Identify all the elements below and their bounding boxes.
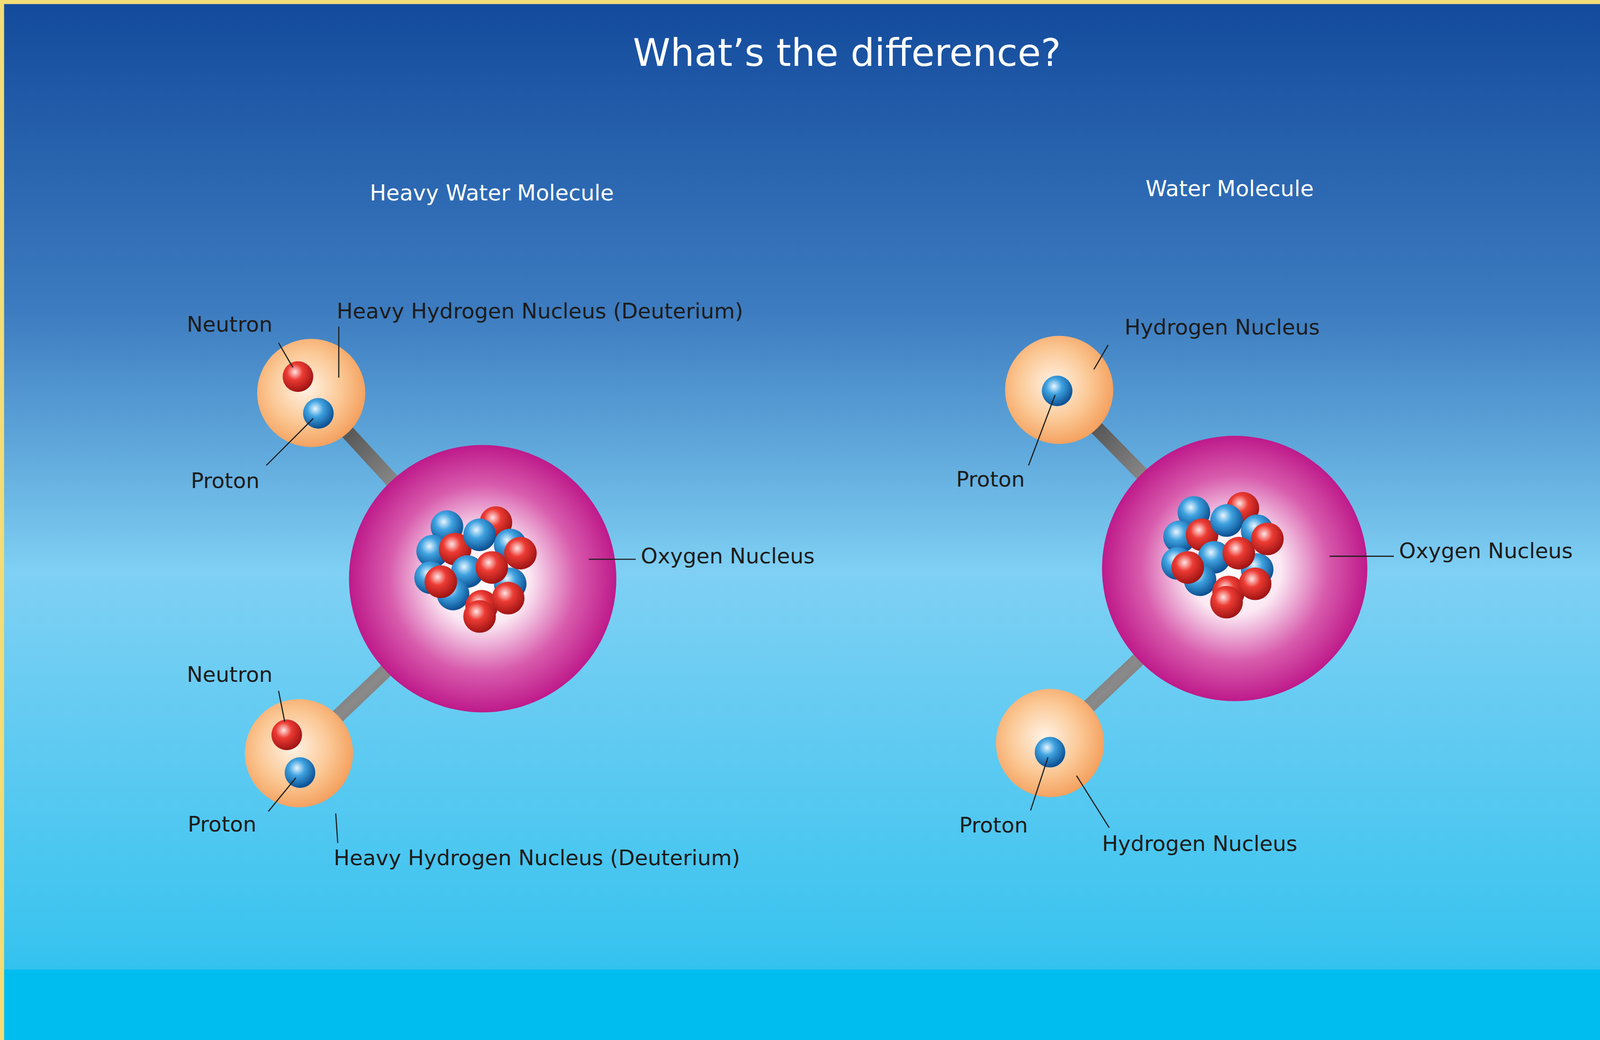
proton <box>284 757 316 788</box>
oxygen-nucleus <box>1102 435 1368 702</box>
part-label: Oxygen Nucleus <box>1399 538 1573 564</box>
part-label: Heavy Hydrogen Nucleus (Deuterium) <box>333 845 741 871</box>
deuterium-nucleus <box>244 699 353 808</box>
deuterium-nucleus <box>257 338 366 447</box>
neutron <box>282 361 314 393</box>
part-label: Hydrogen Nucleus <box>1124 315 1320 340</box>
part-label: Oxygen Nucleus <box>641 543 815 569</box>
part-label: Neutron <box>186 662 273 688</box>
hydrogen-nucleus <box>995 688 1104 797</box>
water-molecule <box>995 335 1368 798</box>
proton <box>1041 375 1073 407</box>
title: What’s the difference? <box>632 31 1062 75</box>
heavy-water-molecule <box>244 338 617 808</box>
part-label: Hydrogen Nucleus <box>1102 831 1298 857</box>
part-label: Neutron <box>186 312 273 337</box>
leader-lines <box>266 326 1394 843</box>
part-label: Proton <box>958 813 1028 838</box>
hydrogen-nucleus <box>1004 335 1113 444</box>
oxygen-nucleus <box>349 444 617 713</box>
neutron <box>271 719 303 751</box>
part-label: Proton <box>187 812 257 837</box>
part-label: Proton <box>956 467 1025 492</box>
molecule-heading: Heavy Water Molecule <box>369 180 614 206</box>
molecule-heading: Water Molecule <box>1145 176 1314 202</box>
part-label: Heavy Hydrogen Nucleus (Deuterium) <box>336 298 744 324</box>
part-label: Proton <box>190 468 260 494</box>
proton <box>1034 736 1066 768</box>
